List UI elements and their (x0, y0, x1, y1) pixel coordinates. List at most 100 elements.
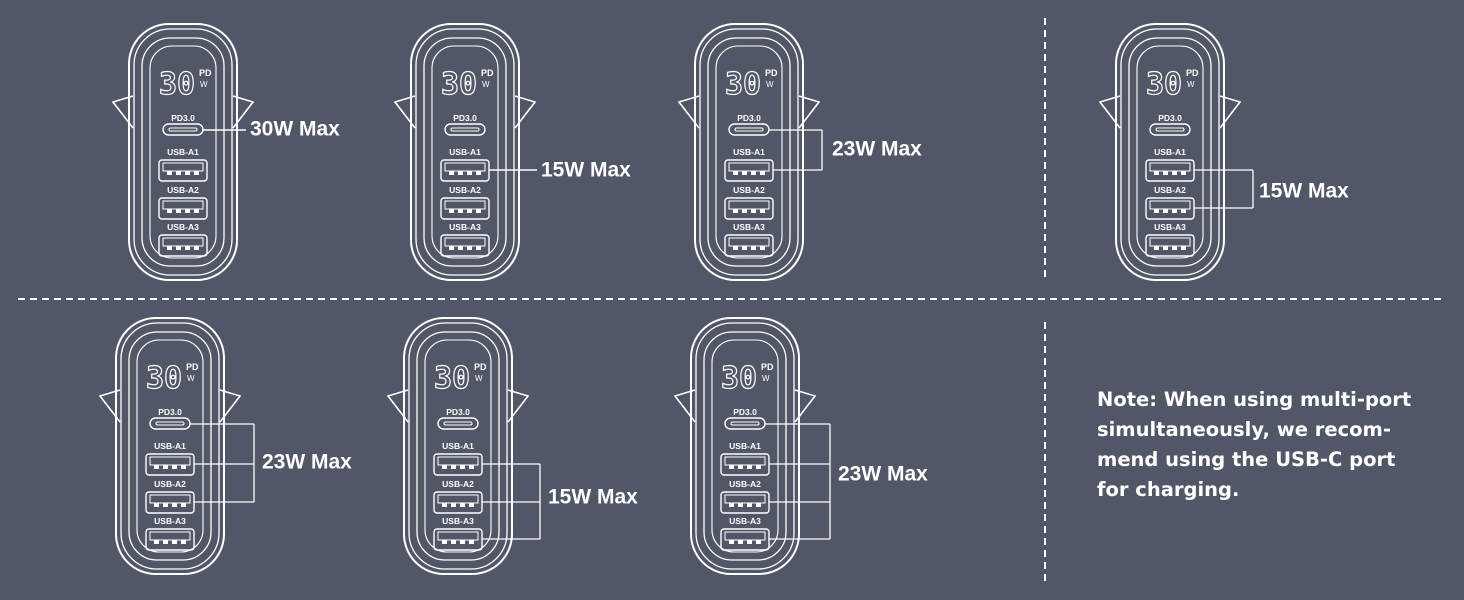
port-label-usb-a: USB-A2 (729, 479, 761, 489)
usb-a-tongue (724, 531, 766, 541)
usb-a-tongue (149, 494, 191, 504)
port-label-usb-a: USB-A1 (1154, 147, 1186, 157)
usb-a-pin (167, 171, 172, 175)
port-label-usb-a: USB-A3 (154, 516, 186, 526)
usb-a-pin (751, 171, 756, 175)
charger-panel (149, 45, 217, 259)
usb-a-pin (476, 171, 481, 175)
usb-a-pin (1172, 246, 1177, 250)
plug-prong-icon (677, 95, 700, 129)
charger-faceplate (416, 331, 500, 561)
usb-a-pin (1154, 246, 1159, 250)
power-limit-label: 15W Max (548, 486, 638, 509)
usb-c-tongue (1155, 127, 1185, 132)
pd-label: PD (1186, 68, 1199, 78)
usb-c-port-icon (437, 417, 479, 430)
usb-a-pin (181, 503, 186, 507)
usb-a-tongue (437, 456, 479, 466)
charger-panel (431, 45, 499, 259)
usb-a-pin (185, 246, 190, 250)
port-label-pd3: PD3.0 (446, 407, 470, 417)
port-label-usb-a: USB-A1 (154, 441, 186, 451)
charger-shell-inner (1120, 28, 1220, 276)
usb-a-pin (172, 503, 177, 507)
usb-a-pin (172, 540, 177, 544)
plug-prong-icon (1098, 95, 1121, 129)
usage-note: Note: When using multi-port simultaneous… (1097, 385, 1427, 505)
power-limit-label: 15W Max (541, 159, 631, 182)
pd-label: PD (186, 362, 199, 372)
usb-a-pin (742, 246, 747, 250)
usb-a-tongue (728, 237, 770, 247)
usb-a-pin (185, 171, 190, 175)
port-label-usb-a: USB-A3 (1154, 222, 1186, 232)
usb-a-pin (185, 209, 190, 213)
usb-a-pin (1163, 209, 1168, 213)
usb-a-pin (181, 540, 186, 544)
usb-a-pin (747, 503, 752, 507)
usb-a-tongue (1149, 200, 1191, 210)
usb-a-tongue (162, 162, 204, 172)
usb-a-pin (172, 465, 177, 469)
usb-a-pin (738, 465, 743, 469)
usb-a-pin (460, 503, 465, 507)
usb-a-pin (469, 465, 474, 469)
pd-label: PD (481, 68, 494, 78)
charger-shell (128, 23, 238, 281)
port-label-usb-a: USB-A1 (729, 441, 761, 451)
usb-c-tongue (730, 421, 760, 426)
charger-faceplate (423, 37, 507, 267)
usb-a-pin (467, 209, 472, 213)
usb-a-tongue (724, 456, 766, 466)
usb-a-tongue (724, 494, 766, 504)
usb-a-pin (742, 171, 747, 175)
usb-a-pin (747, 540, 752, 544)
watt-unit: W (482, 80, 490, 89)
usb-a-pin (1163, 246, 1168, 250)
usb-a-pin (451, 465, 456, 469)
power-limit-label: 23W Max (262, 451, 352, 474)
charger-faceplate (703, 331, 787, 561)
usb-a-pin (760, 171, 765, 175)
usb-a-pin (163, 465, 168, 469)
usb-a-pin (476, 209, 481, 213)
plug-prong-icon (232, 95, 255, 129)
port-label-pd3: PD3.0 (453, 113, 477, 123)
usb-a-tongue (1149, 237, 1191, 247)
plug-prong-icon (798, 95, 821, 129)
usb-a-pin (738, 503, 743, 507)
usb-a-pin (167, 246, 172, 250)
power-display: 30 (146, 361, 182, 396)
usb-a-pin (176, 209, 181, 213)
port-label-usb-a: USB-A3 (442, 516, 474, 526)
usb-a-pin (194, 171, 199, 175)
usb-a-pin (733, 171, 738, 175)
usb-a-pin (154, 465, 159, 469)
charger-shell-inner (699, 28, 799, 276)
usb-a-tongue (437, 494, 479, 504)
charger-shell-inner (408, 322, 508, 570)
usb-c-tongue (155, 421, 185, 426)
usb-a-port-icon (1145, 234, 1195, 257)
port-label-usb-a: USB-A2 (442, 479, 474, 489)
charger-shell (115, 317, 225, 575)
usb-a-pin (1181, 209, 1186, 213)
port-label-usb-a: USB-A1 (167, 147, 199, 157)
plug-prong-icon (794, 389, 817, 423)
usb-a-pin (729, 540, 734, 544)
port-label-usb-a: USB-A3 (449, 222, 481, 232)
plug-prong-icon (1219, 95, 1242, 129)
usb-a-port-icon (724, 197, 774, 220)
usb-a-pin (176, 171, 181, 175)
charger-shell-inner (133, 28, 233, 276)
port-label-usb-a: USB-A2 (167, 185, 199, 195)
watt-unit: W (200, 80, 208, 89)
usb-a-tongue (162, 237, 204, 247)
plug-prong-icon (514, 95, 537, 129)
usb-a-port-icon (440, 234, 490, 257)
